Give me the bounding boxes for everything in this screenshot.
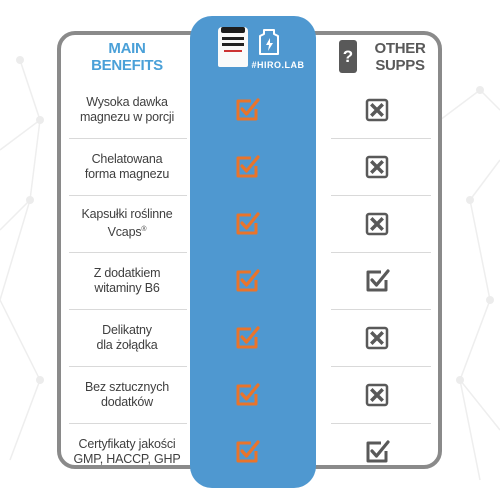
row-divider [331,423,431,424]
row-divider [69,309,187,310]
benefit-label-line1: Bez sztucznych [84,380,170,394]
other-cross-icon [365,383,389,407]
other-cross-icon [365,212,389,236]
other-supps-header: OTHER SUPPS [365,40,435,74]
benefit-label-line2: GMP, HACCP, GHP [73,452,181,466]
other-cross-icon [365,98,389,122]
benefit-label-line2: forma magnezu [84,167,170,181]
benefit-label-line1: Wysoka dawka [86,95,168,109]
benefit-label-line2: dodatków [101,395,153,409]
main-benefits-header-line2: BENEFITS [91,57,163,74]
other-cross-icon [365,155,389,179]
brand-check-icon [236,440,260,463]
brand-check-icon [236,269,260,292]
other-supps-header-line1: OTHER [374,40,426,57]
benefit-label-line1: Kapsułki roślinne [81,207,173,222]
row-divider [69,366,187,367]
row-divider [331,366,431,367]
benefit-label-line2: witaminy B6 [94,281,160,295]
row-divider [331,252,431,253]
row-divider [331,195,431,196]
benefit-label-line2: magnezu w porcji [79,110,175,124]
benefit-label-line2: Vcaps® [107,225,147,240]
registered-mark: ® [141,226,147,234]
hiro-lab-logo-icon [259,29,279,55]
brand-check-icon [236,212,260,235]
row-divider [331,309,431,310]
benefit-label-line2: dla żołądka [96,338,158,352]
question-mark-icon: ? [339,40,357,73]
benefit-label-line1: Delikatny [102,323,152,337]
benefit-label-line1: Chelatowana [91,152,163,166]
row-divider [331,138,431,139]
brand-check-icon [236,98,260,121]
other-check-icon [366,440,390,463]
row-divider [69,423,187,424]
brand-check-icon [236,326,260,349]
other-check-icon [366,269,390,292]
product-bottle-image [218,27,248,67]
benefit-label-line1: Certyfikaty jakości [78,437,176,451]
benefit-label-line1: Z dodatkiem [93,266,161,280]
other-cross-icon [365,326,389,350]
other-supps-header-line2: SUPPS [375,57,425,74]
brand-logo-text: #HIRO.LAB [251,60,305,70]
brand-column [190,16,316,488]
row-divider [69,252,187,253]
main-benefits-header: MAIN BENEFITS [70,40,184,74]
brand-check-icon [236,155,260,178]
main-benefits-header-line1: MAIN [108,40,146,57]
row-divider [69,138,187,139]
brand-check-icon [236,383,260,406]
row-divider [69,195,187,196]
